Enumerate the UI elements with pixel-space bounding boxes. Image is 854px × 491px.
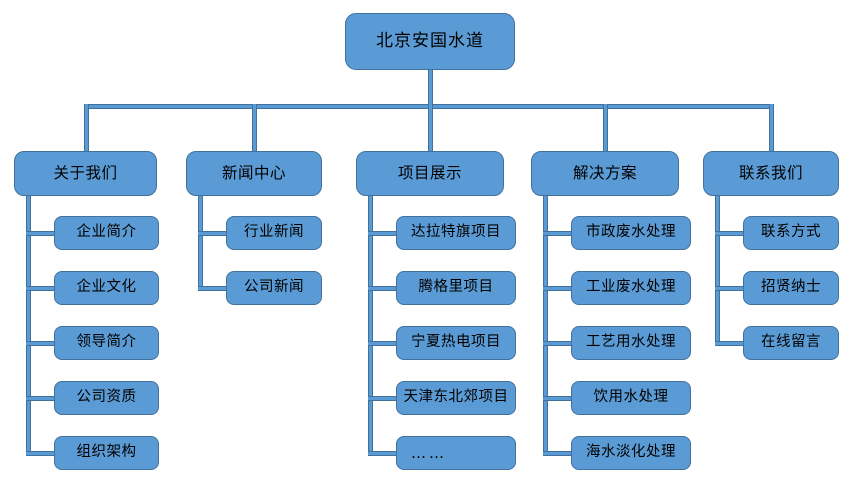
branch-node-4[interactable]: 联系我们 bbox=[703, 151, 839, 196]
leaf-node-0-4[interactable]: 组织架构 bbox=[54, 436, 159, 470]
leaf-node-2-2[interactable]: 宁夏热电项目 bbox=[396, 326, 516, 360]
leaf-node-0-3[interactable]: 公司资质 bbox=[54, 381, 159, 415]
root-node[interactable]: 北京安国水道 bbox=[345, 13, 515, 70]
leaf-node-2-4[interactable]: …… bbox=[396, 436, 516, 470]
child-stub-2-4 bbox=[368, 451, 398, 456]
leaf-node-1-0[interactable]: 行业新闻 bbox=[226, 216, 322, 250]
branch-drop-2 bbox=[428, 104, 433, 153]
branch-drop-1 bbox=[252, 104, 257, 153]
leaf-node-4-2[interactable]: 在线留言 bbox=[743, 326, 839, 360]
child-stub-1-1 bbox=[198, 286, 228, 291]
child-stub-0-1 bbox=[26, 286, 56, 291]
leaf-node-1-1[interactable]: 公司新闻 bbox=[226, 271, 322, 305]
branch-drop-4 bbox=[769, 104, 774, 153]
branch-node-3[interactable]: 解决方案 bbox=[531, 151, 679, 196]
leaf-node-2-0[interactable]: 达拉特旗项目 bbox=[396, 216, 516, 250]
leaf-node-4-1[interactable]: 招贤纳士 bbox=[743, 271, 839, 305]
leaf-node-2-3[interactable]: 天津东北郊项目 bbox=[396, 381, 516, 415]
child-stub-0-3 bbox=[26, 396, 56, 401]
child-stub-3-3 bbox=[543, 396, 573, 401]
child-stub-2-0 bbox=[368, 231, 398, 236]
child-stub-3-0 bbox=[543, 231, 573, 236]
child-stub-3-4 bbox=[543, 451, 573, 456]
spine-3 bbox=[543, 194, 548, 456]
branch-drop-3 bbox=[603, 104, 608, 153]
child-stub-4-2 bbox=[715, 341, 745, 346]
leaf-node-3-4[interactable]: 海水淡化处理 bbox=[571, 436, 691, 470]
child-stub-2-1 bbox=[368, 286, 398, 291]
leaf-node-3-3[interactable]: 饮用水处理 bbox=[571, 381, 691, 415]
leaf-node-3-0[interactable]: 市政废水处理 bbox=[571, 216, 691, 250]
leaf-node-0-2[interactable]: 领导简介 bbox=[54, 326, 159, 360]
child-stub-2-2 bbox=[368, 341, 398, 346]
child-stub-3-2 bbox=[543, 341, 573, 346]
spine-2 bbox=[368, 194, 373, 456]
leaf-node-0-0[interactable]: 企业简介 bbox=[54, 216, 159, 250]
branch-node-2[interactable]: 项目展示 bbox=[356, 151, 504, 196]
leaf-node-4-0[interactable]: 联系方式 bbox=[743, 216, 839, 250]
child-stub-0-4 bbox=[26, 451, 56, 456]
spine-1 bbox=[198, 194, 203, 291]
root-stem bbox=[428, 70, 433, 109]
child-stub-0-0 bbox=[26, 231, 56, 236]
child-stub-4-1 bbox=[715, 286, 745, 291]
child-stub-3-1 bbox=[543, 286, 573, 291]
leaf-node-3-2[interactable]: 工艺用水处理 bbox=[571, 326, 691, 360]
leaf-node-0-1[interactable]: 企业文化 bbox=[54, 271, 159, 305]
child-stub-0-2 bbox=[26, 341, 56, 346]
spine-0 bbox=[26, 194, 31, 456]
leaf-node-3-1[interactable]: 工业废水处理 bbox=[571, 271, 691, 305]
branch-drop-0 bbox=[83, 104, 89, 153]
spine-4 bbox=[715, 194, 720, 346]
branch-node-1[interactable]: 新闻中心 bbox=[186, 151, 322, 196]
child-stub-1-0 bbox=[198, 231, 228, 236]
child-stub-4-0 bbox=[715, 231, 745, 236]
child-stub-2-3 bbox=[368, 396, 398, 401]
leaf-node-2-1[interactable]: 腾格里项目 bbox=[396, 271, 516, 305]
branch-node-0[interactable]: 关于我们 bbox=[14, 151, 157, 196]
